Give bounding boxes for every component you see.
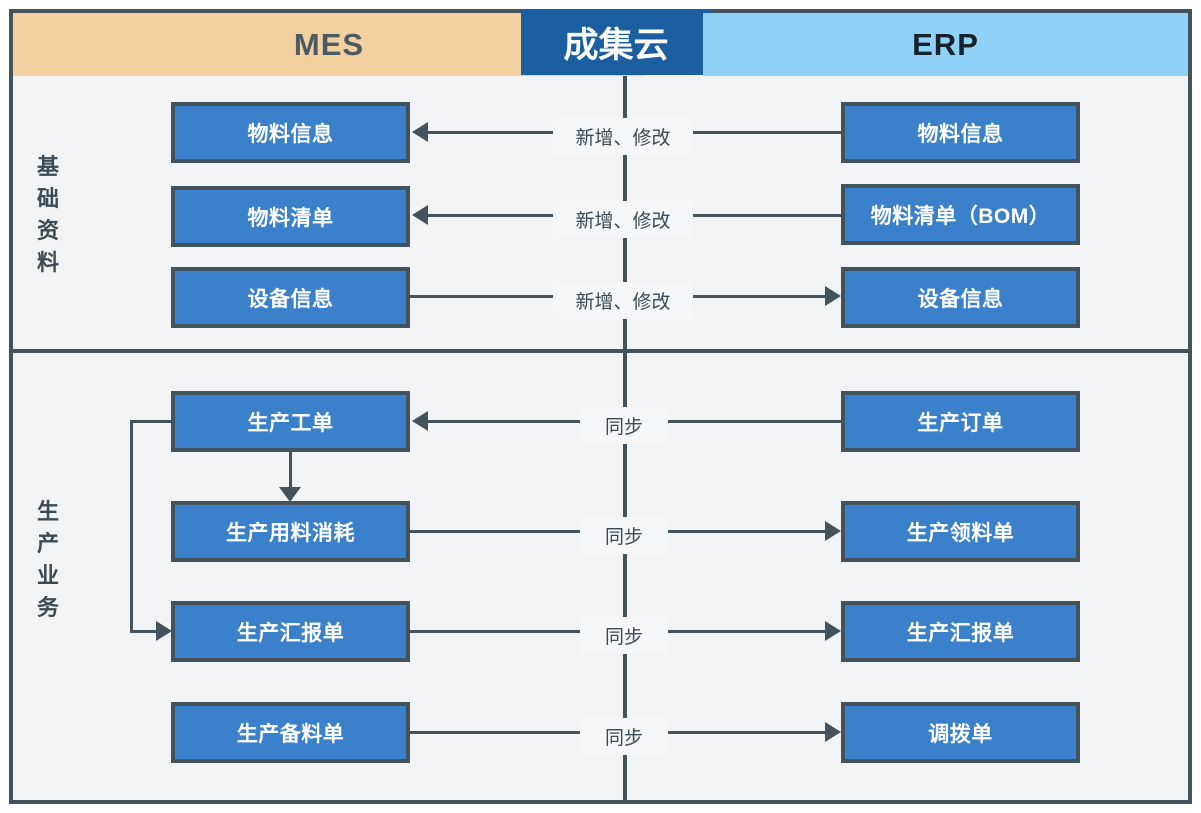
header-mes-label: MES bbox=[293, 26, 365, 62]
arrowhead-left-icon bbox=[412, 205, 428, 225]
section-label-char: 资 bbox=[36, 218, 59, 243]
connector-label-text: 新增、修改 bbox=[575, 292, 671, 313]
node-label: 物料信息 bbox=[247, 122, 334, 146]
arrowhead-right-icon bbox=[825, 621, 841, 641]
connector-line bbox=[428, 420, 580, 423]
connector-line bbox=[428, 131, 553, 134]
connector-line bbox=[130, 630, 158, 633]
connector-line bbox=[668, 630, 825, 633]
connector-line bbox=[668, 420, 841, 423]
arrowhead-right-icon bbox=[825, 722, 841, 742]
arrowhead-left-icon bbox=[412, 122, 428, 142]
node-label: 物料清单（BOM） bbox=[870, 204, 1051, 228]
brand-banner: 成集云 bbox=[521, 9, 711, 75]
section-label-char: 础 bbox=[36, 186, 59, 212]
node-label: 物料信息 bbox=[917, 122, 1004, 146]
node-erp-production-report[interactable]: 生产汇报单 bbox=[841, 601, 1080, 662]
node-mes-work-order[interactable]: 生产工单 bbox=[171, 391, 410, 452]
node-mes-material-prep[interactable]: 生产备料单 bbox=[171, 702, 410, 763]
connector-label-text: 同步 bbox=[604, 728, 643, 749]
node-erp-equipment-info[interactable]: 设备信息 bbox=[841, 267, 1080, 328]
connector-line bbox=[668, 530, 825, 533]
node-mes-production-report[interactable]: 生产汇报单 bbox=[171, 601, 410, 662]
header-erp-label: ERP bbox=[912, 26, 979, 62]
node-label: 生产备料单 bbox=[236, 722, 345, 746]
connector-label-add-modify: 新增、修改 bbox=[553, 282, 693, 319]
connector-label-text: 同步 bbox=[604, 417, 643, 438]
connector-label-text: 同步 bbox=[604, 627, 643, 648]
node-label: 生产工单 bbox=[247, 411, 334, 435]
connector-label-sync: 同步 bbox=[580, 517, 668, 554]
connector-line bbox=[693, 214, 841, 217]
section-label-char: 产 bbox=[36, 531, 59, 557]
node-erp-material-issue[interactable]: 生产领料单 bbox=[841, 501, 1080, 562]
section-label-basic-data: 基 础 资 料 bbox=[18, 100, 78, 330]
node-mes-bom[interactable]: 物料清单 bbox=[171, 186, 410, 247]
connector-line bbox=[410, 731, 580, 734]
section-label-char: 料 bbox=[36, 249, 59, 275]
section-label-char: 生 bbox=[36, 499, 59, 525]
node-mes-material-consumption[interactable]: 生产用料消耗 bbox=[171, 501, 410, 562]
node-mes-material-info[interactable]: 物料信息 bbox=[171, 102, 410, 163]
node-label: 调拨单 bbox=[928, 722, 993, 746]
node-erp-bom[interactable]: 物料清单（BOM） bbox=[841, 184, 1080, 245]
section-label-char: 业 bbox=[36, 563, 59, 588]
arrowhead-right-icon bbox=[825, 286, 841, 306]
connector-label-add-modify: 新增、修改 bbox=[553, 201, 693, 238]
connector-line-vertical bbox=[130, 420, 133, 632]
node-label: 生产汇报单 bbox=[236, 621, 345, 645]
connector-line bbox=[693, 131, 841, 134]
node-label: 生产汇报单 bbox=[906, 621, 1015, 645]
connector-line bbox=[410, 295, 553, 298]
connector-label-text: 同步 bbox=[604, 527, 643, 548]
node-label: 设备信息 bbox=[917, 287, 1004, 311]
node-erp-production-order[interactable]: 生产订单 bbox=[841, 391, 1080, 452]
connector-line bbox=[410, 530, 580, 533]
node-erp-transfer-order[interactable]: 调拨单 bbox=[841, 702, 1080, 763]
connector-line bbox=[693, 295, 825, 298]
center-divider-bottom bbox=[623, 353, 627, 800]
section-label-char: 基 bbox=[36, 154, 59, 180]
connector-line bbox=[668, 731, 825, 734]
node-label: 生产订单 bbox=[917, 411, 1004, 435]
section-divider bbox=[13, 349, 1188, 353]
node-erp-material-info[interactable]: 物料信息 bbox=[841, 102, 1080, 163]
node-label: 生产领料单 bbox=[906, 521, 1015, 545]
arrowhead-right-icon bbox=[825, 521, 841, 541]
brand-label: 成集云 bbox=[563, 25, 669, 66]
connector-label-sync: 同步 bbox=[580, 718, 668, 755]
header-erp: ERP bbox=[703, 13, 1188, 76]
connector-line bbox=[428, 214, 553, 217]
connector-label-text: 新增、修改 bbox=[575, 128, 671, 149]
node-label: 生产用料消耗 bbox=[226, 521, 355, 545]
node-label: 物料清单 bbox=[247, 206, 334, 230]
arrowhead-left-icon bbox=[412, 411, 428, 431]
arrowhead-down-icon bbox=[279, 487, 301, 502]
connector-line-vertical bbox=[289, 452, 292, 489]
connector-label-sync: 同步 bbox=[580, 407, 668, 444]
section-label-char: 务 bbox=[36, 594, 59, 620]
connector-label-text: 新增、修改 bbox=[575, 211, 671, 232]
arrowhead-right-icon bbox=[156, 621, 172, 641]
node-mes-equipment-info[interactable]: 设备信息 bbox=[171, 267, 410, 328]
connector-line bbox=[410, 630, 580, 633]
connector-label-add-modify: 新增、修改 bbox=[553, 118, 693, 155]
node-label: 设备信息 bbox=[247, 287, 334, 311]
connector-line bbox=[130, 420, 173, 423]
section-label-production: 生 产 业 务 bbox=[18, 430, 78, 690]
connector-label-sync: 同步 bbox=[580, 617, 668, 654]
